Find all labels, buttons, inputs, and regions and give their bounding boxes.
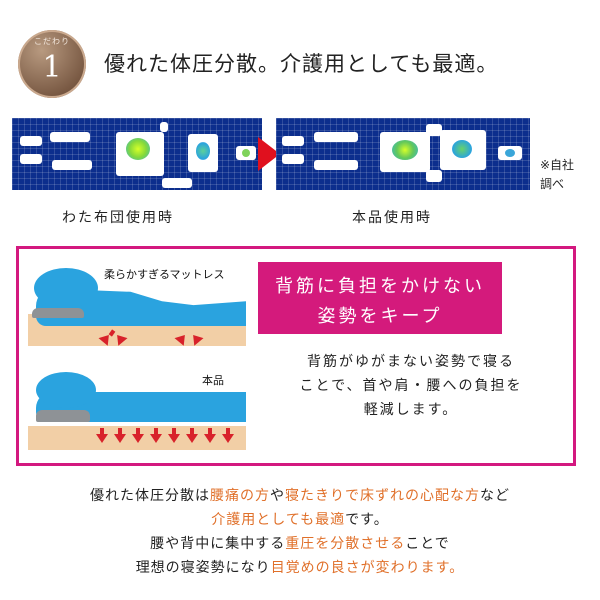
badge-number: 1 — [42, 50, 62, 85]
illustration-soft-mattress: 柔らかすぎるマットレス — [28, 262, 246, 346]
bottom-highlight: 寝たきりで床ずれの心配な方 — [285, 488, 480, 504]
bottom-line-3: 腰や背中に集中する重圧を分散させることで — [0, 532, 600, 556]
bottom-highlight: 腰痛の方 — [210, 488, 270, 504]
pressure-map-futon — [12, 118, 262, 190]
description: 背筋がゆがまない姿勢で寝る ことで、首や肩・腰への負担を 軽減します。 — [266, 350, 556, 422]
bottom-line-1: 優れた体圧分散は腰痛の方や寝たきりで床ずれの心配な方など — [0, 484, 600, 508]
bottom-highlight: 重圧を分散させる — [285, 536, 406, 552]
badge: こだわり 1 — [18, 30, 86, 98]
bottom-line-2: 介護用としても最適です。 — [0, 508, 600, 532]
headline: 優れた体圧分散。介護用としても最適。 — [104, 52, 499, 76]
bottom-text: ことで — [405, 536, 450, 552]
bottom-highlight: 目覚めの良さが変わります。 — [270, 560, 465, 576]
description-line-1: 背筋がゆがまない姿勢で寝る — [307, 354, 515, 370]
bottom-text: など — [480, 488, 510, 504]
pressure-map-product — [276, 118, 530, 190]
illustration-product: 本品 — [28, 366, 246, 450]
note-line-2: 調べ — [540, 177, 565, 191]
bottom-highlight: 介護用としても最適 — [211, 512, 346, 528]
bottom-text: 優れた体圧分散は — [90, 488, 210, 504]
callout-line-1: 背筋に負担をかけない — [275, 276, 485, 297]
label-product: 本品 — [202, 374, 224, 387]
posture-frame — [16, 246, 576, 466]
pink-callout: 背筋に負担をかけない 姿勢をキープ — [258, 262, 502, 334]
caption-product: 本品使用時 — [352, 210, 432, 226]
note-line-1: ※自社 — [540, 158, 575, 172]
bottom-copy: 優れた体圧分散は腰痛の方や寝たきりで床ずれの心配な方など 介護用としても最適です… — [0, 484, 600, 580]
callout-line-2: 姿勢をキープ — [317, 306, 443, 327]
bottom-text: や — [270, 488, 285, 504]
label-soft-mattress: 柔らかすぎるマットレス — [104, 268, 225, 281]
research-note: ※自社 調べ — [540, 156, 574, 194]
bottom-text: 腰や背中に集中する — [150, 536, 286, 552]
compare-arrow-icon — [258, 137, 280, 171]
badge-label: こだわり — [34, 37, 70, 46]
bottom-line-4: 理想の寝姿勢になり目覚めの良さが変わります。 — [0, 556, 600, 580]
description-line-2: ことで、首や肩・腰への負担を — [299, 378, 523, 394]
bottom-text: 理想の寝姿勢になり — [135, 560, 271, 576]
bottom-text: です。 — [345, 512, 389, 528]
description-line-3: 軽減します。 — [363, 402, 459, 418]
caption-futon: わた布団使用時 — [62, 210, 174, 226]
